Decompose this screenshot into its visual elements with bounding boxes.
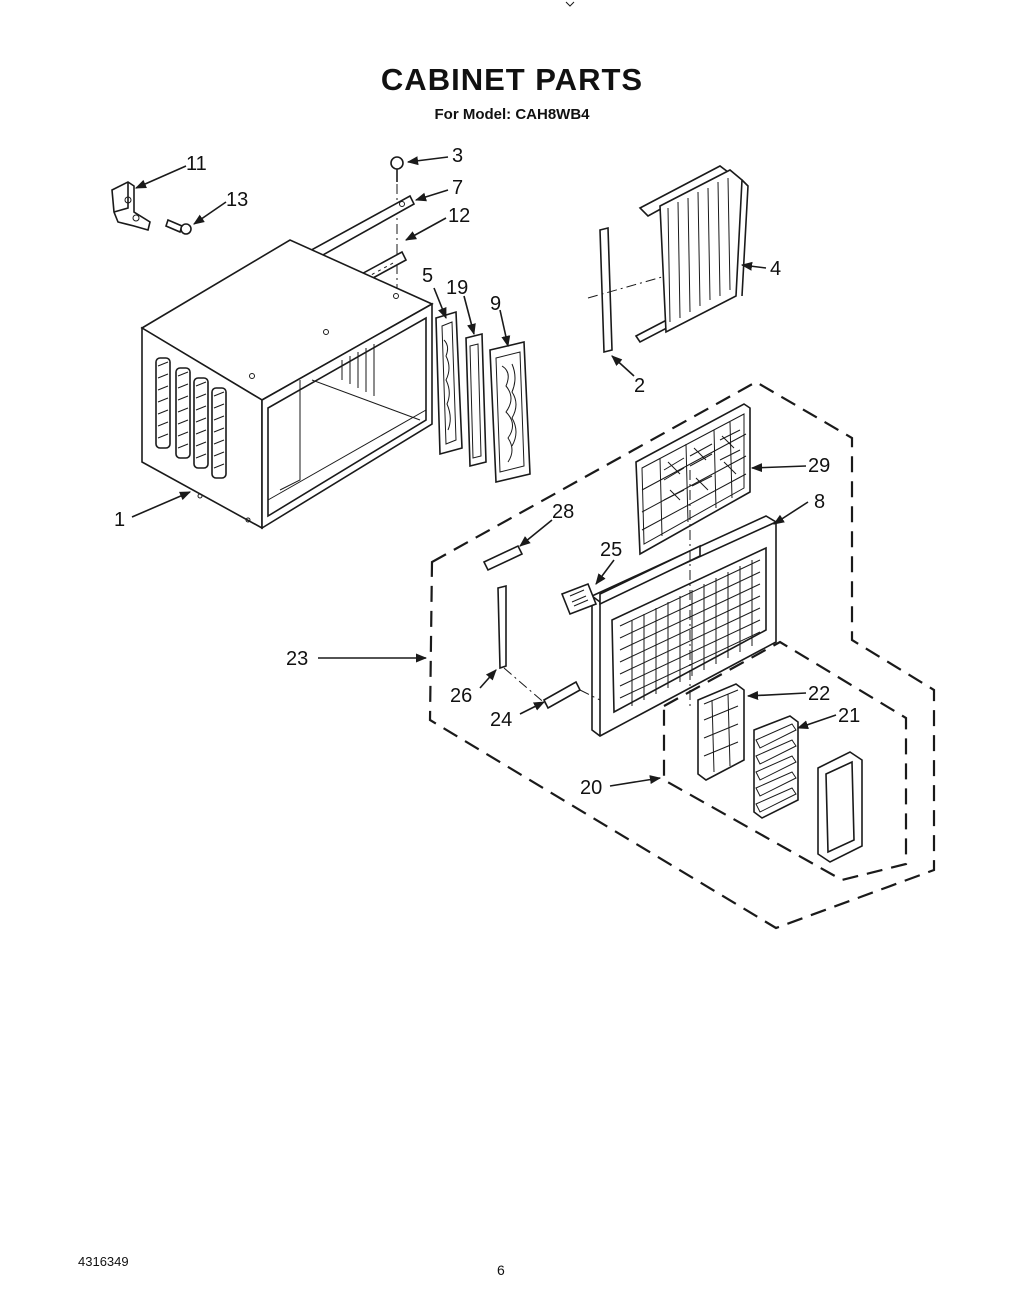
page-title: CABINET PARTS <box>380 62 644 97</box>
callout-9: 9 <box>490 293 501 315</box>
group-23-outline <box>428 380 936 930</box>
part-21-louver-set <box>753 715 799 819</box>
part-28-bar <box>482 544 524 572</box>
part-1-cabinet <box>140 239 434 530</box>
document-number: 4316349 <box>78 1254 129 1269</box>
callout-21: 21 <box>838 705 860 727</box>
cabinet-rear-louvers <box>341 344 375 396</box>
callout-3: 3 <box>452 145 463 167</box>
part-8-front-grille <box>591 470 777 737</box>
callout-1: 1 <box>114 509 125 531</box>
callout-26: 26 <box>450 685 472 707</box>
callout-2: 2 <box>634 375 645 397</box>
part-13-screw <box>165 218 192 235</box>
callout-22: 22 <box>808 683 830 705</box>
cabinet-side-louvers <box>155 357 227 479</box>
part-24-bar <box>542 680 601 710</box>
model-subtitle: For Model: CAH8WB4 <box>434 106 590 123</box>
callout-12: 12 <box>448 205 470 227</box>
part-3-screw <box>390 156 404 300</box>
callout-25: 25 <box>600 539 622 561</box>
callout-20: 20 <box>580 777 602 799</box>
callout-labels: 11 13 3 7 12 5 19 9 4 2 1 29 8 28 25 23 … <box>114 145 860 799</box>
callout-19: 19 <box>446 277 468 299</box>
part-5-panel <box>435 310 463 456</box>
part-19-panel <box>465 332 487 468</box>
callout-23: 23 <box>286 648 308 670</box>
part-26-strip <box>497 584 549 707</box>
callout-29: 29 <box>808 455 830 477</box>
part-29-filter-grille <box>635 403 751 556</box>
callout-8: 8 <box>814 491 825 513</box>
scan-mark <box>565 1 575 7</box>
group-20-outline <box>662 640 908 882</box>
callout-5: 5 <box>422 265 433 287</box>
part-11-bracket <box>111 181 151 231</box>
callout-28: 28 <box>552 501 574 523</box>
callout-leaders <box>131 156 837 787</box>
part-9-filter <box>489 341 531 483</box>
part-4-curtain <box>634 165 749 344</box>
callout-11: 11 <box>186 153 207 175</box>
callout-4: 4 <box>770 258 781 280</box>
page-number: 6 <box>497 1262 505 1278</box>
callout-24: 24 <box>490 709 512 731</box>
callout-13: 13 <box>226 189 248 211</box>
part-20-bezel <box>817 751 863 863</box>
part-25-label <box>560 582 598 616</box>
part-22-louver-frame <box>697 683 745 781</box>
callout-7: 7 <box>452 177 463 199</box>
